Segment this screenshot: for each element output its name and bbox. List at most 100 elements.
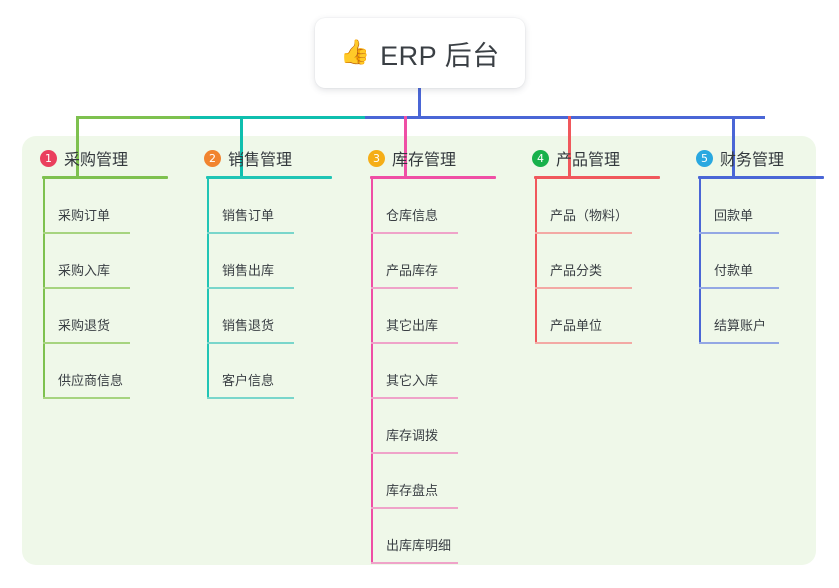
branch-spine-1 xyxy=(43,179,45,399)
leaf-item-label: 产品库存 xyxy=(386,263,439,278)
leaf-item-underline xyxy=(43,232,130,234)
leaf-item-label: 供应商信息 xyxy=(58,373,124,388)
leaf-item-label: 库存盘点 xyxy=(386,483,439,498)
leaf-item-underline xyxy=(207,397,294,399)
leaf-item[interactable]: 结算账户 xyxy=(678,289,828,344)
leaf-item[interactable]: 产品单位 xyxy=(514,289,679,344)
leaf-item-underline xyxy=(207,232,294,234)
leaf-item[interactable]: 销售订单 xyxy=(186,179,351,234)
branch-header-2[interactable]: 2 销售管理 xyxy=(186,146,351,170)
leaf-item[interactable]: 回款单 xyxy=(678,179,828,234)
connector-bar-segment-2 xyxy=(190,116,365,119)
branch-title-2: 销售管理 xyxy=(228,152,293,169)
leaf-item-label: 产品分类 xyxy=(550,263,603,278)
leaf-item-label: 库存调拨 xyxy=(386,428,439,443)
leaf-item-underline xyxy=(371,507,458,509)
connector-drop-3 xyxy=(404,116,407,178)
branch-badge-icon-3: 3 xyxy=(368,149,385,167)
leaf-item-underline xyxy=(207,342,294,344)
branch-title-3: 库存管理 xyxy=(392,152,457,169)
leaf-item[interactable]: 库存盘点 xyxy=(350,454,515,509)
leaf-item-label: 销售出库 xyxy=(222,263,275,278)
root-stem xyxy=(418,88,421,119)
leaf-item-label: 客户信息 xyxy=(222,373,275,388)
leaf-item-underline xyxy=(535,342,632,344)
leaf-item[interactable]: 供应商信息 xyxy=(22,344,187,399)
leaf-item-label: 销售订单 xyxy=(222,208,275,223)
leaf-item-label: 其它出库 xyxy=(386,318,439,333)
connector-drop-1 xyxy=(76,116,79,178)
branch-spine-5 xyxy=(699,179,701,344)
leaf-item-underline xyxy=(371,562,458,564)
leaf-item-underline xyxy=(43,397,130,399)
root-node[interactable]: 👍 ERP 后台 xyxy=(315,18,525,88)
leaf-item[interactable]: 付款单 xyxy=(678,234,828,289)
leaf-item[interactable]: 仓库信息 xyxy=(350,179,515,234)
leaf-item-underline xyxy=(207,287,294,289)
branch-items-2: 销售订单销售出库销售退货客户信息 xyxy=(186,179,351,399)
leaf-item-underline xyxy=(43,342,130,344)
branch-header-4[interactable]: 4 产品管理 xyxy=(514,146,679,170)
branch-spine-3 xyxy=(371,179,373,564)
branch-badge-icon-1: 1 xyxy=(40,149,57,167)
leaf-item-underline xyxy=(699,287,779,289)
branch-underline-4 xyxy=(534,176,660,179)
branch-title-4: 产品管理 xyxy=(556,152,621,169)
leaf-item[interactable]: 采购入库 xyxy=(22,234,187,289)
leaf-item-underline xyxy=(535,287,632,289)
leaf-item[interactable]: 库存调拨 xyxy=(350,399,515,454)
leaf-item[interactable]: 出库库明细 xyxy=(350,509,515,564)
connector-drop-5 xyxy=(732,116,735,178)
leaf-item-label: 其它入库 xyxy=(386,373,439,388)
branch-badge-icon-5: 5 xyxy=(696,149,713,167)
leaf-item-label: 采购退货 xyxy=(58,318,111,333)
branch-badge-icon-4: 4 xyxy=(532,149,549,167)
leaf-item[interactable]: 采购退货 xyxy=(22,289,187,344)
leaf-item-underline xyxy=(699,232,779,234)
branch-header-3[interactable]: 3 库存管理 xyxy=(350,146,515,170)
leaf-item-underline xyxy=(371,342,458,344)
leaf-item[interactable]: 产品分类 xyxy=(514,234,679,289)
leaf-item-label: 付款单 xyxy=(714,263,754,278)
leaf-item[interactable]: 其它出库 xyxy=(350,289,515,344)
leaf-item[interactable]: 产品库存 xyxy=(350,234,515,289)
leaf-item[interactable]: 销售退货 xyxy=(186,289,351,344)
connector-bar-segment-3 xyxy=(365,116,765,119)
branch-underline-1 xyxy=(42,176,168,179)
branch-spine-2 xyxy=(207,179,209,399)
branch-badge-icon-2: 2 xyxy=(204,149,221,167)
branch-column-4: 4 产品管理产品（物料） 产品分类产品单位 xyxy=(514,146,679,344)
leaf-item-label: 采购入库 xyxy=(58,263,111,278)
branch-items-4: 产品（物料） 产品分类产品单位 xyxy=(514,179,679,344)
leaf-item[interactable]: 产品（物料） xyxy=(514,179,679,234)
branch-underline-5 xyxy=(698,176,824,179)
branch-items-3: 仓库信息产品库存其它出库其它入库库存调拨库存盘点出库库明细 xyxy=(350,179,515,564)
branch-items-1: 采购订单采购入库采购退货供应商信息 xyxy=(22,179,187,399)
leaf-item-underline xyxy=(371,287,458,289)
leaf-item-label: 出库库明细 xyxy=(386,538,452,553)
leaf-item-label: 结算账户 xyxy=(714,318,767,333)
branch-items-5: 回款单付款单结算账户 xyxy=(678,179,828,344)
leaf-item[interactable]: 其它入库 xyxy=(350,344,515,399)
leaf-item-label: 回款单 xyxy=(714,208,754,223)
connector-drop-4 xyxy=(568,116,571,178)
leaf-item-underline xyxy=(371,397,458,399)
branch-underline-3 xyxy=(370,176,496,179)
branch-column-2: 2 销售管理销售订单销售出库销售退货客户信息 xyxy=(186,146,351,399)
leaf-item-label: 产品单位 xyxy=(550,318,603,333)
branch-underline-2 xyxy=(206,176,332,179)
leaf-item[interactable]: 销售出库 xyxy=(186,234,351,289)
branch-column-3: 3 库存管理仓库信息产品库存其它出库其它入库库存调拨库存盘点出库库明细 xyxy=(350,146,515,564)
leaf-item[interactable]: 客户信息 xyxy=(186,344,351,399)
leaf-item-label: 产品（物料） xyxy=(550,208,629,223)
thumbs-up-icon: 👍 xyxy=(340,39,371,66)
leaf-item-underline xyxy=(535,232,632,234)
leaf-item[interactable]: 采购订单 xyxy=(22,179,187,234)
connector-drop-2 xyxy=(240,116,243,178)
leaf-item-label: 销售退货 xyxy=(222,318,275,333)
